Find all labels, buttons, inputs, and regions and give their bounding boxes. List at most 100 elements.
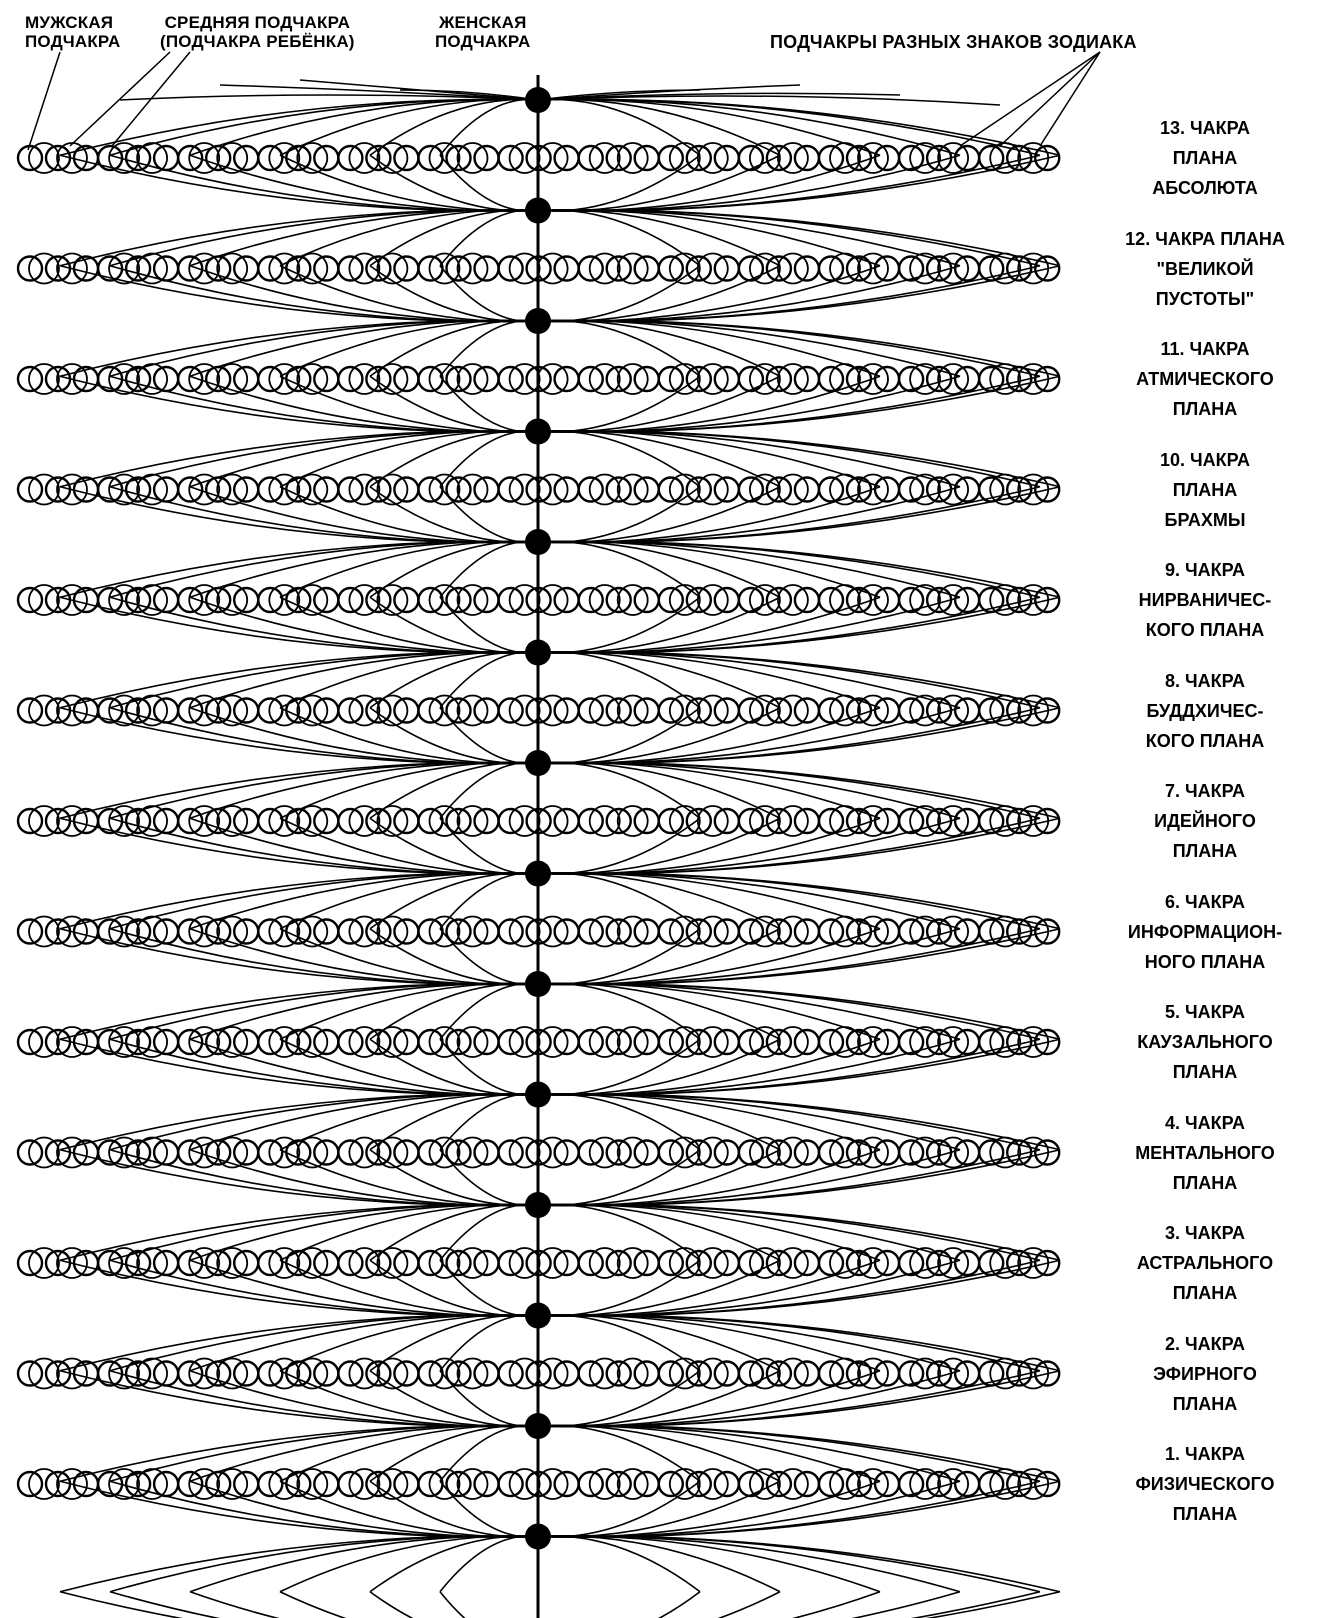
overlap-ring	[1018, 1027, 1048, 1057]
overlap-ring	[297, 696, 327, 726]
male-subchakra-ring	[258, 478, 282, 502]
middle-subchakra-ring	[286, 146, 310, 170]
female-subchakra-ring	[635, 146, 659, 170]
male-subchakra-ring	[419, 257, 443, 281]
male-subchakra-ring	[659, 1472, 683, 1496]
male-subchakra-ring	[819, 699, 843, 723]
overlap-ring	[778, 585, 808, 615]
lens-arc	[280, 1592, 880, 1618]
male-subchakra-ring	[258, 588, 282, 612]
male-subchakra-ring	[499, 809, 523, 833]
female-subchakra-ring	[795, 1251, 819, 1275]
plane-label-4: 4. ЧАКРАМЕНТАЛЬНОГОПЛАНА	[1092, 1108, 1318, 1198]
female-subchakra-ring	[635, 1030, 659, 1054]
male-subchakra-ring	[258, 1141, 282, 1165]
middle-subchakra-ring	[607, 1251, 631, 1275]
female-subchakra-ring	[234, 146, 258, 170]
female-subchakra-ring	[555, 146, 579, 170]
middle-subchakra-ring	[767, 1472, 791, 1496]
middle-subchakra-ring	[46, 1251, 70, 1275]
male-subchakra-ring	[739, 367, 763, 391]
overlap-ring	[29, 1138, 59, 1168]
plane-label-line: 11. ЧАКРА	[1092, 334, 1318, 364]
plane-label-line: 9. ЧАКРА	[1092, 555, 1318, 585]
overlap-ring	[377, 1248, 407, 1278]
male-subchakra-ring	[739, 1030, 763, 1054]
male-subchakra-ring	[739, 1362, 763, 1386]
female-subchakra-ring	[555, 699, 579, 723]
male-subchakra-ring	[819, 1251, 843, 1275]
middle-subchakra-ring	[687, 1251, 711, 1275]
male-subchakra-ring	[338, 699, 362, 723]
male-subchakra-ring	[18, 699, 42, 723]
female-subchakra-ring	[394, 367, 418, 391]
overlap-ring	[618, 696, 648, 726]
middle-subchakra-ring	[447, 1251, 471, 1275]
lens-arc	[190, 652, 960, 708]
female-subchakra-ring	[475, 478, 499, 502]
overlap-ring	[590, 254, 620, 284]
female-subchakra-ring	[715, 1251, 739, 1275]
female-subchakra-ring	[314, 1030, 338, 1054]
overlap-ring	[510, 364, 540, 394]
middle-subchakra-ring	[206, 1030, 230, 1054]
male-subchakra-ring	[258, 809, 282, 833]
female-subchakra-ring	[154, 1141, 178, 1165]
plane-label-line: МЕНТАЛЬНОГО	[1092, 1138, 1318, 1168]
middle-subchakra-ring	[687, 1141, 711, 1165]
middle-subchakra-ring	[447, 699, 471, 723]
middle-subchakra-ring	[607, 920, 631, 944]
female-subchakra-ring	[475, 1030, 499, 1054]
male-subchakra-ring	[899, 588, 923, 612]
male-subchakra-ring	[659, 588, 683, 612]
middle-subchakra-ring	[286, 920, 310, 944]
overlap-ring	[778, 1359, 808, 1389]
female-subchakra-ring	[314, 367, 338, 391]
female-subchakra-ring	[955, 809, 979, 833]
male-subchakra-ring	[899, 146, 923, 170]
overlap-ring	[618, 1359, 648, 1389]
middle-subchakra-ring	[46, 1030, 70, 1054]
lens-arc	[280, 1094, 880, 1150]
plane-label-line: 4. ЧАКРА	[1092, 1108, 1318, 1138]
overlap-ring	[618, 806, 648, 836]
female-subchakra-ring	[715, 1030, 739, 1054]
middle-subchakra-ring	[447, 1030, 471, 1054]
overlap-ring	[1018, 806, 1048, 836]
overlap-ring	[189, 696, 219, 726]
overlap-ring	[778, 917, 808, 947]
overlap-ring	[29, 1248, 59, 1278]
male-subchakra-ring	[819, 478, 843, 502]
female-subchakra-ring	[715, 1362, 739, 1386]
middle-subchakra-ring	[847, 257, 871, 281]
overlap-ring	[618, 1469, 648, 1499]
female-subchakra-ring	[475, 1141, 499, 1165]
lens-arc	[440, 1536, 700, 1592]
female-subchakra-ring	[154, 1362, 178, 1386]
overlap-ring	[590, 1027, 620, 1057]
male-subchakra-ring	[18, 257, 42, 281]
male-subchakra-ring	[739, 1251, 763, 1275]
overlap-ring	[538, 364, 568, 394]
overlap-ring	[618, 143, 648, 173]
female-subchakra-ring	[475, 920, 499, 944]
overlap-ring	[29, 254, 59, 284]
male-subchakra-ring	[659, 1141, 683, 1165]
plane-label-line: АТМИЧЕСКОГО	[1092, 364, 1318, 394]
plane-label-line: 6. ЧАКРА	[1092, 887, 1318, 917]
male-subchakra-ring	[18, 1472, 42, 1496]
female-subchakra-ring	[795, 1141, 819, 1165]
label-male-subchakra: МУЖСКАЯ ПОДЧАКРА	[25, 13, 120, 51]
female-subchakra-ring	[715, 1141, 739, 1165]
female-subchakra-ring	[795, 920, 819, 944]
plane-label-line: БУДДХИЧЕС-	[1092, 696, 1318, 726]
female-subchakra-ring	[875, 1030, 899, 1054]
overlap-ring	[430, 254, 460, 284]
overlap-ring	[910, 1138, 940, 1168]
plane-label-line: КАУЗАЛЬНОГО	[1092, 1027, 1318, 1057]
overlap-ring	[137, 696, 167, 726]
overlap-ring	[297, 806, 327, 836]
lens-arc	[280, 99, 880, 155]
